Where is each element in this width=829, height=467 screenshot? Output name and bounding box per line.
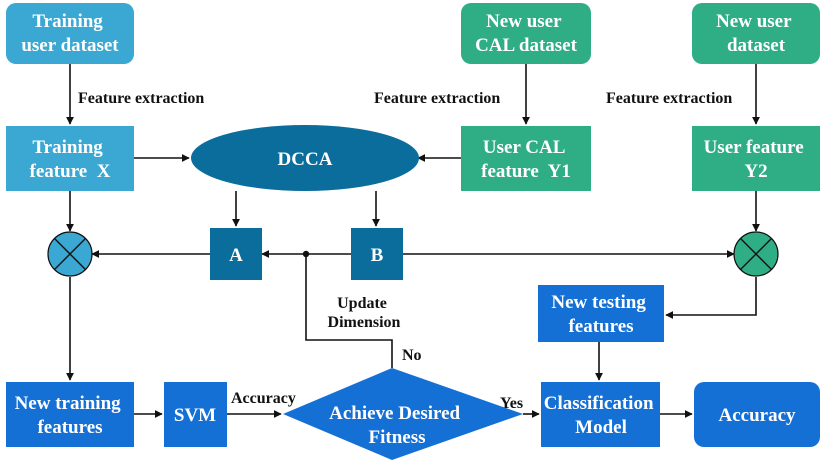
user-feature-y2-line2: Y2	[744, 161, 767, 182]
new-user-dataset-line1: New user	[716, 11, 792, 32]
new-training-features-label: New training features	[15, 393, 126, 438]
achieve-fitness-node	[283, 368, 523, 460]
new-training-features-line2: features	[37, 417, 102, 438]
svm-label: SVM	[174, 405, 216, 426]
b-node	[351, 228, 403, 280]
user-feature-y2-line1: User feature	[704, 137, 804, 158]
classification-model-line2: Model	[575, 417, 627, 438]
a-label: A	[229, 245, 243, 266]
edge-labels: Feature extraction Feature extraction Fe…	[78, 90, 732, 412]
combine-left-icon	[47, 231, 93, 277]
training-dataset-line1: Training	[32, 11, 103, 32]
training-dataset-line2: user dataset	[21, 35, 119, 56]
user-feature-y2-label: User feature Y2	[704, 137, 809, 182]
label-feature-extraction-1: Feature extraction	[78, 90, 204, 107]
label-feature-extraction-2: Feature extraction	[374, 90, 500, 107]
new-user-cal-dataset-line1: New user	[486, 11, 562, 32]
achieve-fitness-line2: Fitness	[369, 427, 426, 448]
user-cal-feature-line2: feature Y1	[481, 161, 571, 182]
b-label: B	[371, 245, 384, 266]
user-feature-y2-node	[692, 126, 820, 191]
achieve-fitness-label: Achieve Desired Fitness	[329, 403, 465, 448]
training-feature-label: Training feature X	[30, 137, 111, 182]
user-cal-feature-line1: User CAL	[483, 137, 565, 158]
classification-model-line1: Classification	[544, 393, 654, 414]
accuracy-result-label: Accuracy	[718, 405, 796, 426]
training-feature-line2: feature X	[30, 161, 111, 182]
svm-node	[164, 382, 227, 447]
new-user-cal-dataset-label: New user CAL dataset	[475, 11, 578, 56]
new-testing-features-node	[538, 285, 664, 342]
achieve-fitness-line1: Achieve Desired	[329, 403, 460, 424]
training-dataset-label: Training user dataset	[21, 11, 119, 56]
new-testing-features-line1: New testing	[551, 292, 646, 313]
label-accuracy-edge: Accuracy	[231, 390, 296, 407]
user-cal-feature-node	[461, 126, 591, 191]
dcca-node	[191, 125, 419, 191]
new-testing-features-line2: features	[568, 316, 633, 337]
classification-model-node	[541, 382, 660, 447]
new-training-features-node	[6, 382, 134, 447]
label-no: No	[402, 347, 422, 364]
nodes: Training user dataset New user CAL datas…	[6, 3, 820, 460]
new-user-dataset-node	[692, 3, 820, 64]
edge-fitness-no-loop	[305, 254, 393, 368]
label-update-dimension: Update Dimension	[328, 295, 401, 331]
accuracy-result-node	[694, 382, 820, 447]
label-feature-extraction-3: Feature extraction	[606, 90, 732, 107]
new-training-features-line1: New training	[15, 393, 122, 414]
new-user-cal-dataset-line2: CAL dataset	[475, 35, 578, 56]
new-user-dataset-line2: dataset	[727, 35, 786, 56]
new-user-dataset-label: New user dataset	[716, 11, 796, 56]
training-dataset-node	[6, 3, 134, 64]
new-user-cal-dataset-node	[461, 3, 591, 64]
new-testing-features-label: New testing features	[551, 292, 650, 337]
training-feature-line1: Training	[32, 137, 103, 158]
classification-model-label: Classification Model	[544, 393, 659, 438]
user-cal-feature-label: User CAL feature Y1	[481, 137, 571, 182]
label-yes: Yes	[500, 395, 523, 412]
combine-right-icon	[733, 231, 779, 277]
a-node	[210, 228, 262, 280]
edges	[66, 64, 760, 418]
training-feature-node	[6, 126, 134, 191]
label-update-dimension-line1: Update	[337, 295, 387, 312]
edge-combine-right-to-new-testing	[665, 277, 757, 319]
label-update-dimension-line2: Dimension	[328, 314, 401, 331]
dcca-label: DCCA	[278, 149, 333, 170]
